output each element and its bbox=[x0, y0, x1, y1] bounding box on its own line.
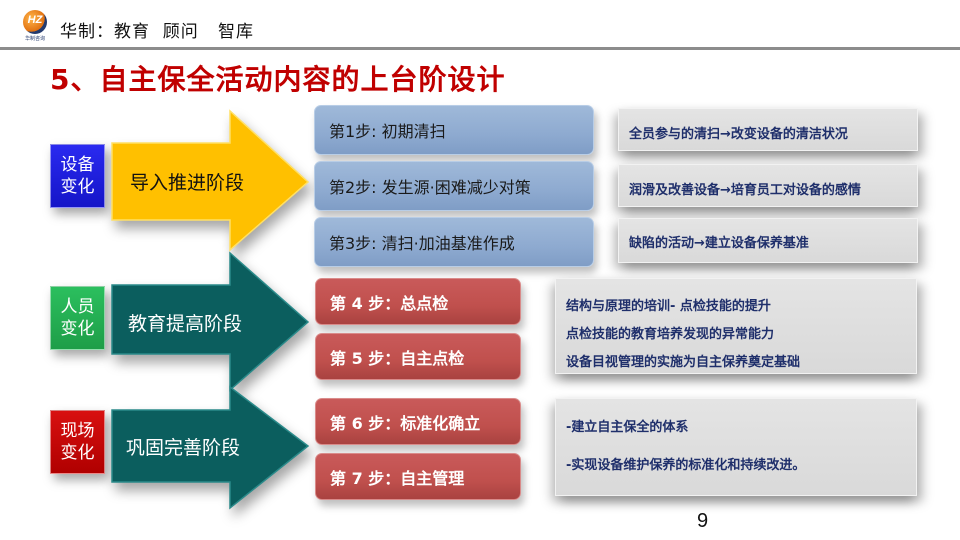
note-box-1: 全员参与的清扫→改变设备的清洁状况 bbox=[618, 108, 918, 151]
note-text: 缺陷的活动→建立设备保养基准 bbox=[629, 236, 809, 251]
category-line: 变化 bbox=[60, 319, 95, 339]
note-text: 设备目视管理的实施为自主保养奠定基础 bbox=[566, 355, 801, 370]
note-text: -实现设备维护保养的标准化和持续改进。 bbox=[566, 458, 806, 473]
note-box-2: 润滑及改善设备→培育员工对设备的感情 bbox=[618, 164, 918, 207]
step-3: 第3步: 清扫·加油基准作成 bbox=[314, 217, 594, 267]
stage-label-1: 导入推进阶段 bbox=[130, 172, 245, 194]
logo-text: HZ bbox=[27, 14, 43, 26]
note-text: -建立自主保全的体系 bbox=[566, 420, 689, 435]
page-number: 9 bbox=[697, 510, 709, 532]
note-text: 全员参与的清扫→改变设备的清洁状况 bbox=[629, 127, 848, 142]
category-line: 变化 bbox=[60, 177, 95, 197]
note-text: 点检技能的教育培养发现的异常能力 bbox=[566, 327, 775, 342]
category-line: 现场 bbox=[60, 421, 95, 441]
logo-subtext: 华制咨询 bbox=[24, 36, 45, 42]
company-logo: HZ 华制咨询 bbox=[20, 10, 50, 42]
category-box-personnel: 人员变化 bbox=[50, 286, 105, 350]
brand-tagline: 华制：教育 顾问 智库 bbox=[60, 22, 255, 42]
stage-label-3: 巩固完善阶段 bbox=[126, 437, 241, 459]
stage-arrow-2 bbox=[111, 251, 310, 392]
step-1: 第1步: 初期清扫 bbox=[314, 105, 594, 155]
note-box-5: -建立自主保全的体系 -实现设备维护保养的标准化和持续改进。 bbox=[555, 398, 917, 496]
step-7: 第 7 步：自主管理 bbox=[315, 453, 521, 500]
stage-label-2: 教育提高阶段 bbox=[128, 313, 243, 335]
slide-title: 5、自主保全活动内容的上台阶设计 bbox=[50, 63, 506, 96]
category-line: 人员 bbox=[60, 297, 95, 317]
stage-arrow-3 bbox=[111, 385, 310, 510]
category-line: 变化 bbox=[60, 443, 95, 463]
stage-arrow-1 bbox=[111, 109, 310, 252]
step-4: 第 4 步：总点检 bbox=[315, 278, 521, 325]
logo-circle-icon bbox=[23, 10, 47, 34]
step-6: 第 6 步：标准化确立 bbox=[315, 398, 521, 445]
note-text: 结构与原理的培训- 点检技能的提升 bbox=[566, 299, 771, 314]
category-box-site: 现场变化 bbox=[50, 410, 105, 474]
category-box-equipment: 设备变化 bbox=[50, 144, 105, 208]
header-divider bbox=[0, 47, 960, 50]
step-2: 第2步: 发生源·困难减少对策 bbox=[314, 161, 594, 211]
note-box-3: 缺陷的活动→建立设备保养基准 bbox=[618, 218, 918, 263]
note-text: 润滑及改善设备→培育员工对设备的感情 bbox=[629, 183, 861, 198]
note-box-4: 结构与原理的培训- 点检技能的提升 点检技能的教育培养发现的异常能力 设备目视管… bbox=[555, 278, 917, 374]
step-5: 第 5 步：自主点检 bbox=[315, 333, 521, 380]
category-line: 设备 bbox=[60, 155, 95, 175]
